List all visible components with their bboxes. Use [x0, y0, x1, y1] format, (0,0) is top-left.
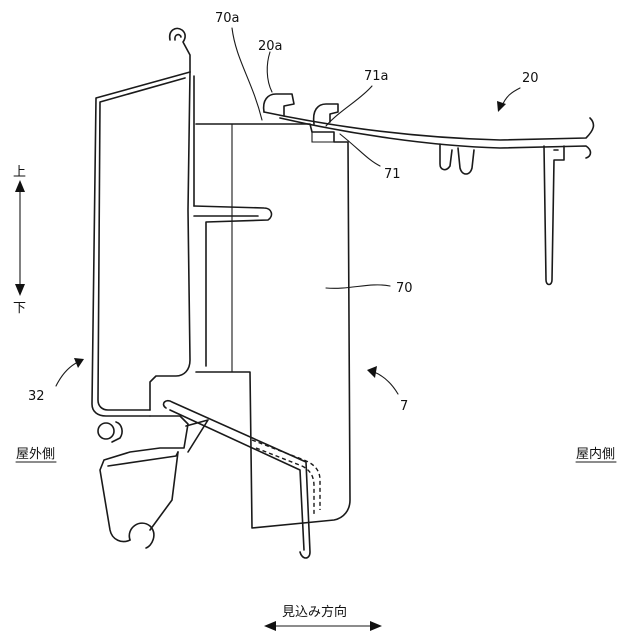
member-20 — [264, 94, 594, 285]
label-outdoor-side: 屋外側 — [16, 447, 55, 462]
diagonal-holder — [164, 401, 320, 558]
label-indoor-side: 屋内側 — [576, 446, 615, 462]
frame-profile-32 — [92, 28, 271, 548]
label-32: 32 — [28, 389, 45, 404]
label-71a: 71a — [364, 69, 389, 84]
horizontal-direction-arrow — [264, 621, 382, 631]
label-20: 20 — [522, 71, 539, 86]
block-70 — [196, 124, 350, 528]
label-20a: 20a — [258, 39, 283, 54]
label-70a: 70a — [215, 11, 240, 26]
label-view-direction: 見込み方向 — [282, 604, 347, 620]
label-70: 70 — [396, 281, 413, 296]
label-down: 下 — [13, 301, 26, 316]
label-7: 7 — [400, 399, 408, 414]
leader-lines — [232, 28, 390, 288]
label-71: 71 — [384, 167, 401, 182]
reference-arrows — [56, 88, 520, 394]
vertical-direction-arrow — [15, 180, 25, 296]
label-up: 上 — [13, 165, 26, 180]
